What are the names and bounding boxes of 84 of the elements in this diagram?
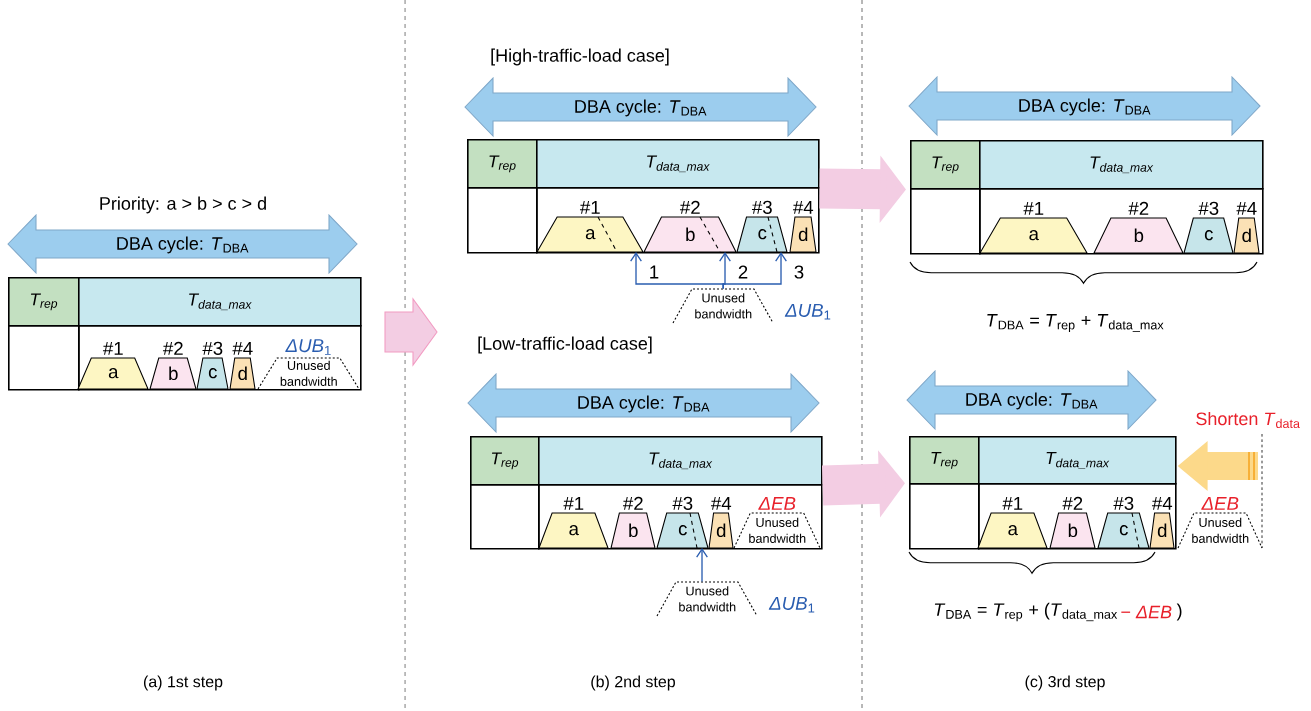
slot-number: #2 bbox=[162, 341, 183, 355]
slot-trapezoid: c bbox=[1183, 217, 1234, 254]
slot-number: #1 bbox=[102, 342, 123, 355]
empty-cell bbox=[978, 483, 1177, 550]
slot-trapezoid: b bbox=[610, 512, 656, 549]
slot-trapezoid: d bbox=[1233, 217, 1260, 254]
slot-number: #3 bbox=[752, 200, 772, 214]
slot-number: #2 bbox=[623, 496, 643, 510]
dashed-trapezoid: Unused bandwidth bbox=[733, 512, 821, 549]
slot-number: #3 bbox=[672, 496, 693, 510]
empty-cell bbox=[910, 188, 981, 255]
edge-label: 2 bbox=[736, 264, 750, 280]
slot-trapezoid: d bbox=[229, 357, 256, 390]
slot-number: #4 bbox=[1152, 497, 1173, 510]
slot-trapezoid: c bbox=[656, 512, 709, 549]
slot-trapezoid: d bbox=[708, 512, 734, 549]
empty-cell bbox=[78, 325, 362, 391]
dashed-trapezoid: Unused bandwidth bbox=[1177, 512, 1263, 549]
formula-term: ) bbox=[1176, 603, 1182, 621]
slot-trapezoid: a bbox=[536, 216, 644, 253]
delta-label: ΔUB$_{1}$ bbox=[768, 596, 815, 613]
shorten-text: Shorten T$_{data}$ bbox=[1196, 412, 1300, 429]
panel-caption: (b) 2nd step bbox=[591, 675, 675, 691]
empty-cell bbox=[8, 325, 80, 391]
slot-number: #3 bbox=[1113, 496, 1134, 510]
slot-trapezoid: a bbox=[977, 512, 1048, 549]
empty-cell bbox=[909, 483, 980, 550]
slot-trapezoid: d bbox=[1149, 512, 1175, 549]
slot-number: #1 bbox=[1002, 497, 1023, 510]
slot-trapezoid: a bbox=[979, 217, 1088, 254]
slot-number: #3 bbox=[1198, 201, 1219, 215]
table-cell: T$_{rep}$ bbox=[909, 436, 980, 485]
slot-number: #1 bbox=[563, 497, 584, 510]
slot-trapezoid: c bbox=[736, 216, 788, 253]
slot-trapezoid: b bbox=[149, 357, 197, 390]
delta-label: ΔEB bbox=[758, 497, 796, 510]
delta-label: ΔEB bbox=[1201, 497, 1239, 510]
slot-trapezoid: a bbox=[77, 357, 149, 390]
slot-number: #4 bbox=[232, 342, 253, 355]
formula: T$_{DBA}$ = T$_{rep}$ + T$_{data_max}$ bbox=[987, 314, 1164, 332]
table-cell: T$_{data_max}$ bbox=[78, 277, 362, 327]
slot-number: #1 bbox=[1023, 202, 1044, 215]
panel-caption: (c) 3rd step bbox=[1025, 675, 1105, 691]
slot-number: #2 bbox=[679, 200, 700, 214]
slot-number: #1 bbox=[579, 201, 600, 214]
slot-trapezoid: a bbox=[538, 512, 609, 549]
slot-trapezoid: b bbox=[643, 216, 737, 253]
dashed-trapezoid: Unused bandwidth bbox=[257, 357, 360, 390]
delta-label: ΔUB$_{1}$ bbox=[784, 303, 831, 320]
table-cell: T$_{data_max}$ bbox=[979, 140, 1264, 190]
empty-cell bbox=[536, 187, 820, 254]
formula: T$_{DBA}$ = T$_{rep}$ + (T$_{data_max}$ bbox=[934, 602, 1118, 622]
edge-label: 1 bbox=[647, 264, 661, 280]
edge-label: 3 bbox=[792, 264, 806, 280]
empty-cell bbox=[467, 187, 538, 254]
empty-cell bbox=[979, 188, 1264, 255]
empty-cell bbox=[538, 484, 823, 550]
dashed-trapezoid: Unused bandwidth bbox=[656, 581, 758, 617]
slot-number: #2 bbox=[1128, 201, 1149, 215]
table-cell: T$_{rep}$ bbox=[467, 139, 538, 189]
table-cell: T$_{data_max}$ bbox=[538, 436, 823, 486]
slot-number: #4 bbox=[793, 201, 814, 214]
slot-trapezoid: b bbox=[1093, 217, 1184, 254]
arrow bbox=[696, 548, 708, 583]
slot-number: #4 bbox=[711, 497, 732, 510]
formula-term: − ΔEB bbox=[1121, 605, 1172, 619]
panel-caption: (a) 1st step bbox=[143, 675, 223, 691]
slot-number: #2 bbox=[1062, 496, 1083, 510]
empty-cell bbox=[470, 484, 540, 550]
slot-number: #4 bbox=[1236, 202, 1257, 215]
slot-trapezoid: c bbox=[1097, 512, 1150, 549]
table-cell: T$_{data_max}$ bbox=[536, 139, 820, 189]
table-cell: T$_{rep}$ bbox=[910, 140, 981, 190]
slot-trapezoid: d bbox=[789, 216, 817, 253]
arrow bbox=[722, 252, 787, 290]
case-heading: [Low-traffic-load case] bbox=[478, 336, 652, 354]
dashed-trapezoid: Unused bandwidth bbox=[672, 288, 774, 324]
table-cell: T$_{data_max}$ bbox=[978, 436, 1177, 485]
table-cell: T$_{rep}$ bbox=[470, 436, 540, 486]
slot-trapezoid: b bbox=[1049, 512, 1096, 549]
delta-label: ΔUB$_{1}$ bbox=[285, 339, 331, 355]
table-cell: T$_{rep}$ bbox=[8, 277, 80, 327]
slot-number: #3 bbox=[202, 341, 223, 355]
slot-trapezoid: c bbox=[196, 357, 229, 390]
